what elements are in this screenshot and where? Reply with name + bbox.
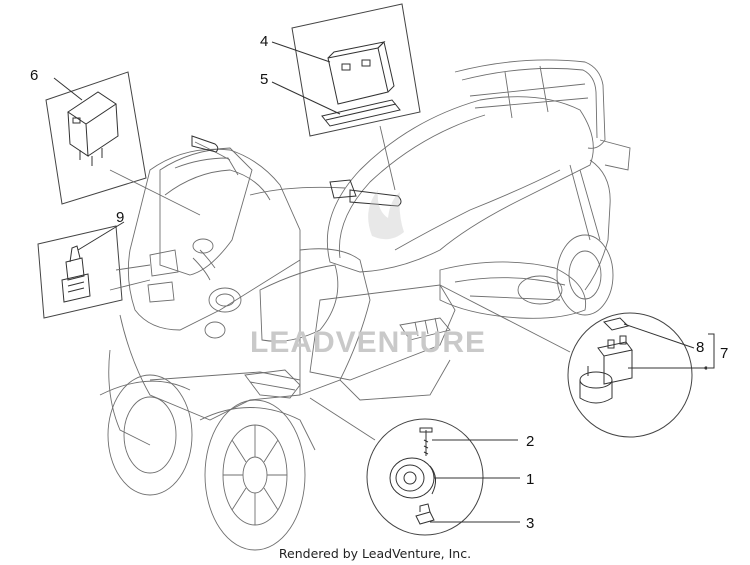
render-credit: Rendered by LeadVenture, Inc. bbox=[278, 546, 472, 561]
callout-1: 1 bbox=[526, 471, 534, 488]
leader-lines bbox=[53, 41, 715, 523]
callout-3: 3 bbox=[526, 515, 534, 532]
callout-2: 2 bbox=[526, 433, 534, 450]
callout-8: 8 bbox=[696, 339, 704, 356]
callout-5: 5 bbox=[260, 71, 268, 88]
horn-detail bbox=[309, 397, 484, 536]
starter-relay-detail bbox=[439, 284, 693, 438]
watermark-flame-logo bbox=[368, 190, 404, 240]
scooter-drawing bbox=[99, 59, 631, 551]
connector-detail bbox=[37, 225, 151, 319]
relay-detail bbox=[45, 71, 201, 216]
callout-4: 4 bbox=[260, 33, 268, 50]
callout-9: 9 bbox=[116, 209, 124, 226]
callout-6: 6 bbox=[30, 67, 38, 84]
battery-detail bbox=[291, 3, 421, 191]
watermark-text: LEADVENTURE bbox=[250, 326, 486, 359]
callout-7: 7 bbox=[720, 345, 728, 362]
callout-labels: 1 2 3 4 5 6 7 8 9 bbox=[30, 33, 728, 532]
